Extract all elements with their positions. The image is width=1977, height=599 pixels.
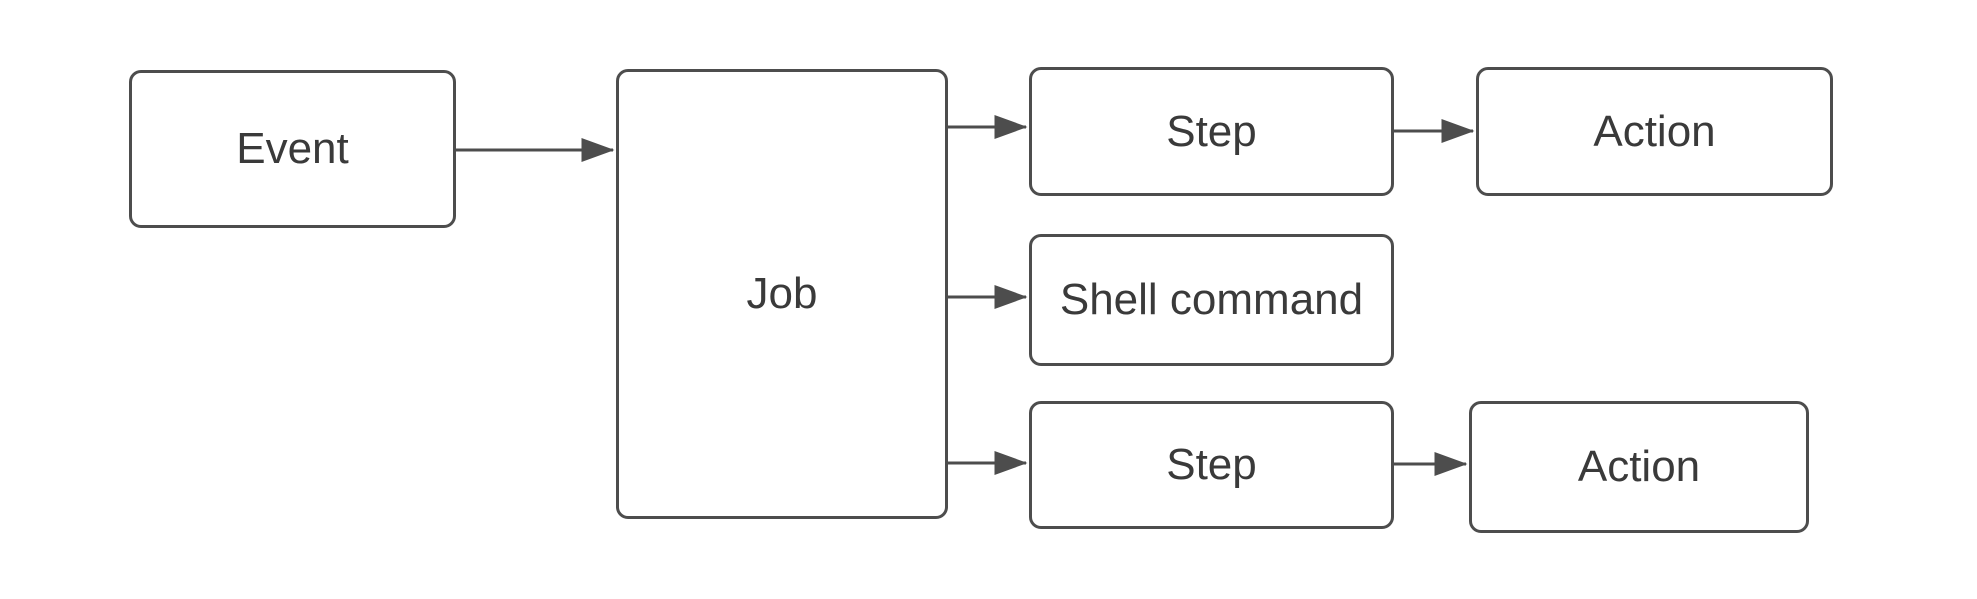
node-action-bottom: Action: [1469, 401, 1809, 533]
node-event: Event: [129, 70, 456, 228]
node-shell-command: Shell command: [1029, 234, 1394, 366]
node-step-top: Step: [1029, 67, 1394, 196]
node-step-bottom: Step: [1029, 401, 1394, 529]
node-job: Job: [616, 69, 948, 519]
node-action-top: Action: [1476, 67, 1833, 196]
